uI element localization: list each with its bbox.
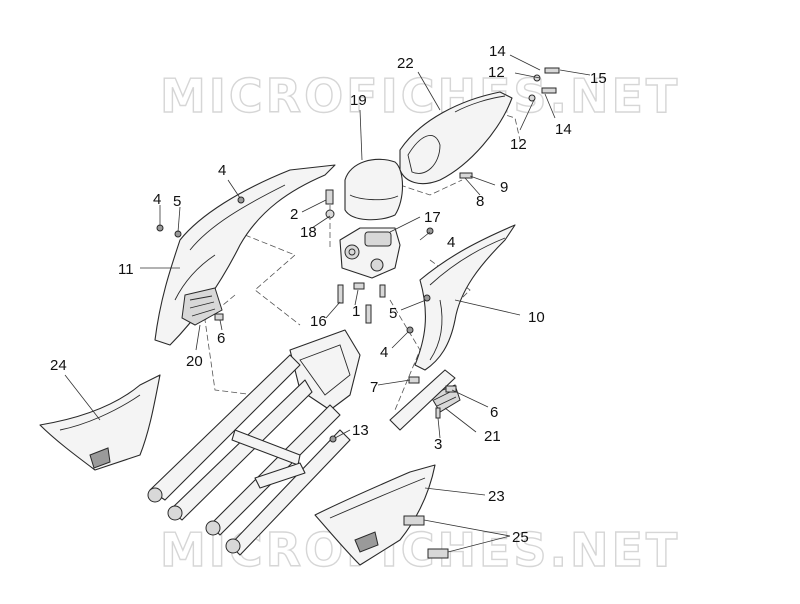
callout-24: 24 (50, 357, 67, 374)
callout-17: 17 (424, 209, 441, 226)
callout-12a: 12 (488, 64, 505, 81)
callout-13: 13 (352, 422, 369, 439)
leader-lines (64, 54, 591, 553)
callout-14b: 14 (555, 121, 572, 138)
callout-11: 11 (118, 261, 134, 278)
callout-21: 21 (484, 428, 501, 445)
part-19-seat (344, 158, 404, 221)
callout-19: 19 (350, 92, 367, 109)
callout-22: 22 (397, 55, 414, 72)
callout-5b: 5 (389, 305, 397, 322)
callout-2: 2 (290, 206, 298, 223)
callout-25: 25 (512, 529, 529, 546)
rear-subframe (147, 329, 361, 556)
callout-23: 23 (488, 488, 505, 505)
callout-14a: 14 (489, 43, 506, 60)
callout-6a: 6 (217, 330, 225, 347)
callout-4a: 4 (218, 162, 226, 179)
part-24-lower-left-cover (39, 374, 161, 471)
callout-10: 10 (528, 309, 545, 326)
part-20-left-trim (181, 287, 223, 326)
part-22-tail-cowl (399, 91, 513, 185)
callout-4b: 4 (153, 191, 161, 208)
fasteners (156, 67, 560, 559)
watermark-top: MICROFICHES.NET (160, 69, 680, 123)
part-21-right-trim (389, 369, 461, 431)
part-23-lower-right-cover (314, 464, 436, 566)
callout-16: 16 (310, 313, 327, 330)
callout-15: 15 (590, 70, 607, 87)
part-10-right-side-panel (414, 224, 516, 371)
callout-labels: 1 2 3 4 4 4 4 5 5 6 6 7 8 9 10 11 12 12 … (50, 43, 607, 546)
callout-3: 3 (434, 436, 442, 453)
callout-6b: 6 (490, 404, 498, 421)
callout-5a: 5 (173, 193, 181, 210)
callout-18: 18 (300, 224, 317, 241)
callout-4d: 4 (380, 344, 388, 361)
callout-7: 7 (370, 379, 378, 396)
callout-4c: 4 (447, 234, 455, 251)
callout-8: 8 (476, 193, 484, 210)
callout-12b: 12 (510, 136, 527, 153)
callout-9: 9 (500, 179, 508, 196)
part-17-seat-lock-tray (339, 227, 401, 279)
callout-20: 20 (186, 353, 203, 370)
callout-1: 1 (352, 303, 360, 320)
